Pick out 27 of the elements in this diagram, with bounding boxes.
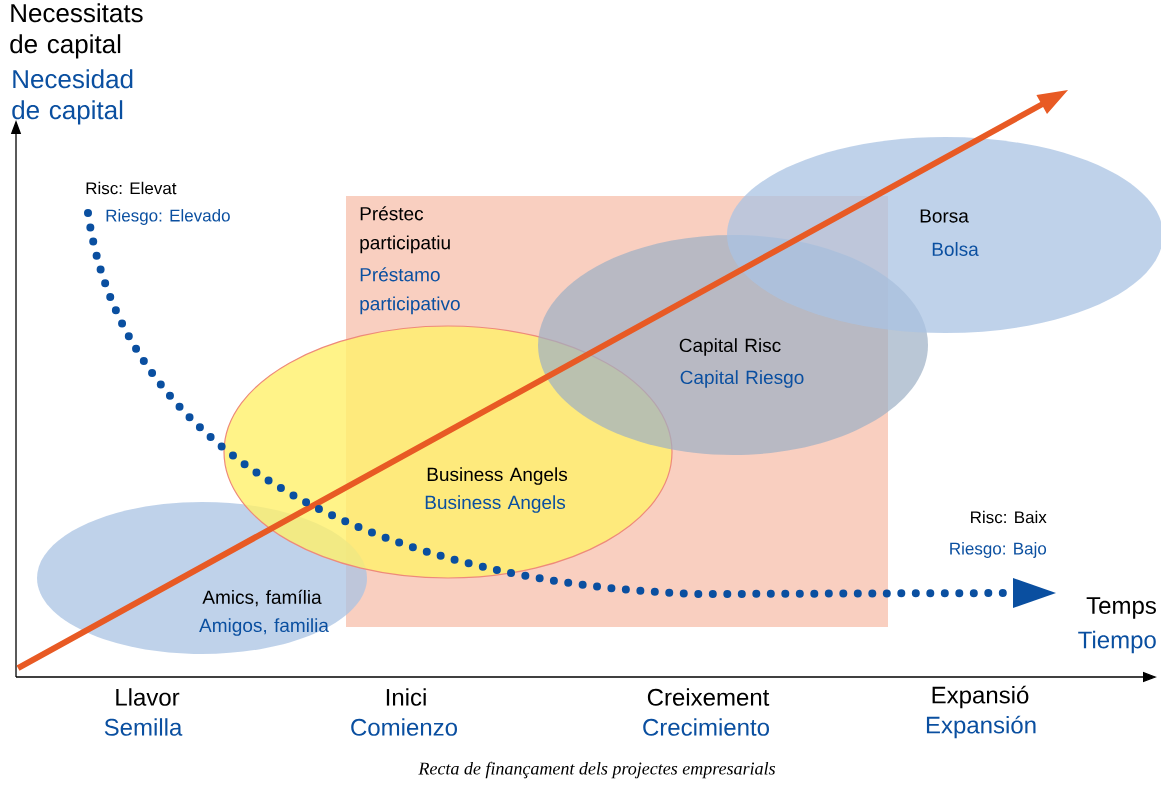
node-text: Capital Riesgo	[680, 370, 804, 388]
risk-label: Riesgo: Bajo	[950, 542, 1047, 558]
axis-title: Necesidad de capital	[12, 69, 133, 125]
axis-title: Temps	[1086, 597, 1156, 619]
axis-title: Necessitats de capital	[10, 3, 143, 59]
stage-label: Inici	[386, 688, 426, 706]
node-text: Préstamo participativo	[360, 267, 460, 315]
node-text: Capital Risc	[679, 338, 781, 356]
stage-label: Semilla	[104, 718, 183, 736]
risk-label: Risc: Elevat	[86, 181, 177, 195]
stage-label: Comienzo	[351, 718, 457, 736]
node-text: Amigos, familia	[199, 618, 329, 636]
risk-label: Riesgo: Elevado	[106, 209, 230, 225]
stage-label: Expansió	[932, 685, 1029, 709]
node-text: Préstec participatiu	[360, 206, 450, 254]
node-text: Amics, família	[202, 589, 322, 607]
node-text: Borsa	[920, 209, 969, 223]
node-text: Business Angels	[425, 495, 566, 513]
stage-label: Llavor	[116, 688, 180, 706]
caption: Recta de finançament dels projectes empresarials	[418, 761, 776, 779]
node-text: Business Angels	[427, 467, 568, 485]
stage-label: Crecimiento	[643, 718, 769, 736]
stage-label: Expansión	[926, 715, 1036, 739]
axis-title: Tiempo	[1078, 630, 1156, 654]
risk-label: Risc: Baix	[971, 510, 1047, 524]
node-text: Bolsa	[932, 242, 979, 256]
stage-label: Creixement	[647, 688, 770, 706]
